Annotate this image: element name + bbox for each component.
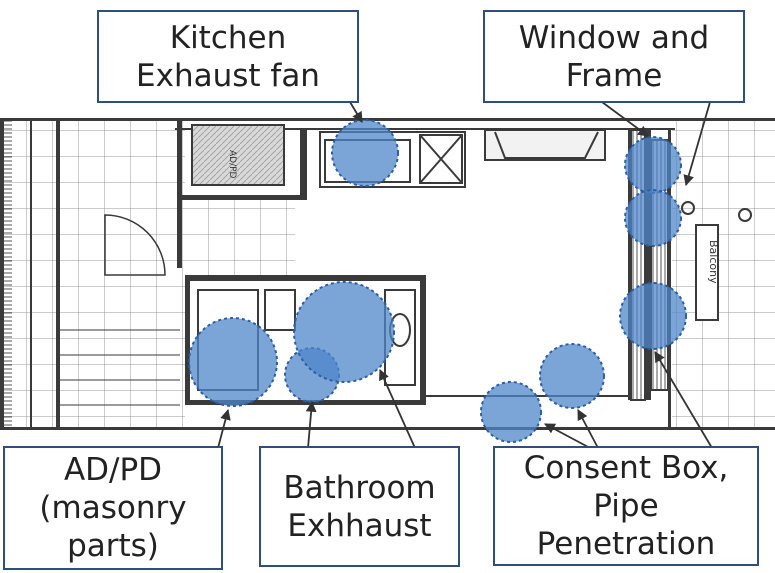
- marker-window-low: [619, 282, 687, 350]
- arrow-consent-a: [577, 409, 599, 449]
- hood-shape: [494, 131, 599, 159]
- arrow-adpd: [217, 408, 231, 449]
- wall-kitchen-mid: [300, 130, 307, 200]
- wall-right-b: [645, 130, 651, 400]
- wall-left-bars: [4, 118, 12, 430]
- arrow-bath-a: [305, 400, 317, 449]
- callout-window-line2: Frame: [565, 57, 663, 94]
- wall-top: [0, 118, 775, 121]
- arrow-window-b: [683, 101, 711, 187]
- drain-2: [738, 208, 752, 222]
- kitchen-counter: [319, 131, 466, 188]
- callout-adpd-line1: AD/PD: [63, 452, 163, 488]
- sink: [419, 134, 463, 184]
- arrow-window-c: [654, 351, 713, 449]
- callout-ad-pd: AD/PD (masonry parts): [3, 446, 223, 570]
- wall-bath-right: [420, 275, 426, 405]
- callout-bathroom-line2: Exhhaust: [287, 507, 432, 544]
- wall-right-a: [628, 130, 631, 400]
- marker-kitchen-fan: [331, 119, 399, 187]
- wall-bottom: [0, 427, 775, 430]
- walls: [0, 118, 775, 430]
- marker-window-top: [624, 136, 682, 194]
- wall-right-c: [668, 130, 671, 427]
- arrow-consent-b: [544, 423, 591, 449]
- callout-kitchen-line2: Exhaust fan: [136, 57, 320, 94]
- arrow-window-a: [601, 101, 649, 137]
- right-tile-area: [672, 118, 775, 430]
- callout-adpd-line2: (masonry: [39, 490, 187, 526]
- hood: [484, 129, 606, 161]
- wall-left-inner: [56, 118, 60, 430]
- callout-consent-line3: Penetration: [536, 526, 716, 562]
- bath-toilet: [264, 289, 296, 331]
- marker-window-mid: [624, 189, 682, 247]
- callout-kitchen-exhaust: Kitchen Exhaust fan: [97, 10, 359, 103]
- wall-kitchen-h: [182, 195, 307, 200]
- marker-consent-2: [480, 381, 542, 443]
- callout-consent-line2: Pipe: [593, 488, 659, 524]
- wall-left-a: [30, 118, 32, 430]
- callout-window-frame: Window and Frame: [483, 10, 745, 103]
- marker-adpd: [188, 317, 278, 407]
- hatched-duct: [191, 124, 285, 186]
- callout-consent-box: Consent Box, Pipe Penetration: [493, 446, 759, 566]
- wall-left-outer: [0, 118, 4, 430]
- wall-bath-left: [185, 275, 190, 405]
- drain-1: [681, 201, 695, 215]
- arrow-bath-b: [379, 369, 416, 449]
- duct-label: AD/PD: [227, 150, 237, 179]
- callout-window-line1: Window and: [518, 19, 710, 56]
- callout-consent-line1: Consent Box,: [523, 450, 729, 486]
- sink-cross: [419, 134, 463, 184]
- upper-room-tile: [185, 195, 295, 275]
- wall-bath-bottom: [185, 400, 425, 405]
- stair-lines: [60, 329, 180, 406]
- marker-consent-1: [539, 343, 605, 409]
- balcony-tag: [695, 224, 719, 321]
- markers: [188, 119, 687, 443]
- door-swing: [104, 214, 166, 276]
- callout-bathroom-exhaust: Bathroom Exhhaust: [259, 446, 460, 567]
- balcony-label: Balcony: [707, 240, 720, 284]
- callout-adpd-line3: parts): [67, 528, 159, 564]
- leader-lines: [217, 101, 713, 449]
- wall-kitchen-left: [177, 118, 182, 268]
- callout-bathroom-line1: Bathroom: [283, 469, 436, 506]
- callout-kitchen-line1: Kitchen: [169, 19, 287, 56]
- marker-bath-large: [293, 281, 395, 383]
- wall-bath-top: [185, 275, 425, 281]
- wall-top-2: [175, 128, 675, 130]
- arrow-kitchen: [349, 101, 363, 123]
